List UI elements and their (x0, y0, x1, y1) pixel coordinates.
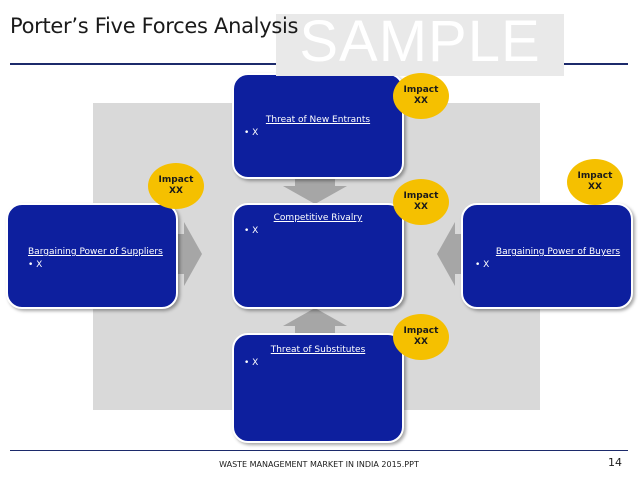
bargaining-power-of-suppliers-title: Bargaining Power of Suppliers (28, 247, 163, 257)
threat-of-new-entrants-box: Threat of New Entrants • X (232, 73, 404, 179)
bargaining-power-of-buyers-title: Bargaining Power of Buyers (495, 247, 621, 257)
arrow-up-from-substitutes (283, 308, 347, 334)
bargaining-power-of-suppliers-bullet: • X (28, 260, 43, 270)
impact-badge-buyers: Impact XX (567, 159, 623, 205)
arrow-left-from-buyers (437, 222, 463, 286)
threat-of-substitutes-bullet: • X (244, 358, 259, 368)
impact-value: XX (169, 186, 183, 196)
impact-value: XX (414, 202, 428, 212)
footer-divider (10, 450, 628, 451)
arrow-down-from-new-entrants (283, 178, 347, 204)
threat-of-new-entrants-title: Threat of New Entrants (265, 115, 371, 125)
competitive-rivalry-bullet: • X (244, 226, 259, 236)
arrow-right-from-suppliers (176, 222, 202, 286)
competitive-rivalry-title: Competitive Rivalry (273, 213, 363, 223)
impact-badge-rivalry: Impact XX (393, 179, 449, 225)
watermark: SAMPLE (299, 9, 541, 74)
impact-label: Impact (403, 191, 439, 201)
impact-value: XX (414, 96, 428, 106)
bargaining-power-of-suppliers-box: Bargaining Power of Suppliers • X (6, 203, 178, 309)
bargaining-power-of-buyers-bullet: • X (475, 260, 490, 270)
threat-of-substitutes-title: Threat of Substitutes (270, 345, 366, 355)
threat-of-substitutes-box: Threat of Substitutes • X (232, 333, 404, 443)
impact-label: Impact (158, 175, 194, 185)
impact-label: Impact (403, 85, 439, 95)
threat-of-new-entrants-bullet: • X (244, 128, 259, 138)
impact-badge-substitutes: Impact XX (393, 314, 449, 360)
impact-value: XX (588, 182, 602, 192)
watermark-background (276, 14, 564, 76)
impact-badge-new-entrants: Impact XX (393, 73, 449, 119)
bargaining-power-of-buyers-box: Bargaining Power of Buyers • X (461, 203, 633, 309)
footer-document-name: WASTE MANAGEMENT MARKET IN INDIA 2015.PP… (219, 460, 419, 469)
competitive-rivalry-box: Competitive Rivalry • X (232, 203, 404, 309)
page-number: 14 (608, 456, 622, 469)
page-title: Porter’s Five Forces Analysis (10, 14, 299, 38)
impact-value: XX (414, 337, 428, 347)
impact-label: Impact (577, 171, 613, 181)
impact-label: Impact (403, 326, 439, 336)
impact-badge-suppliers: Impact XX (148, 163, 204, 209)
